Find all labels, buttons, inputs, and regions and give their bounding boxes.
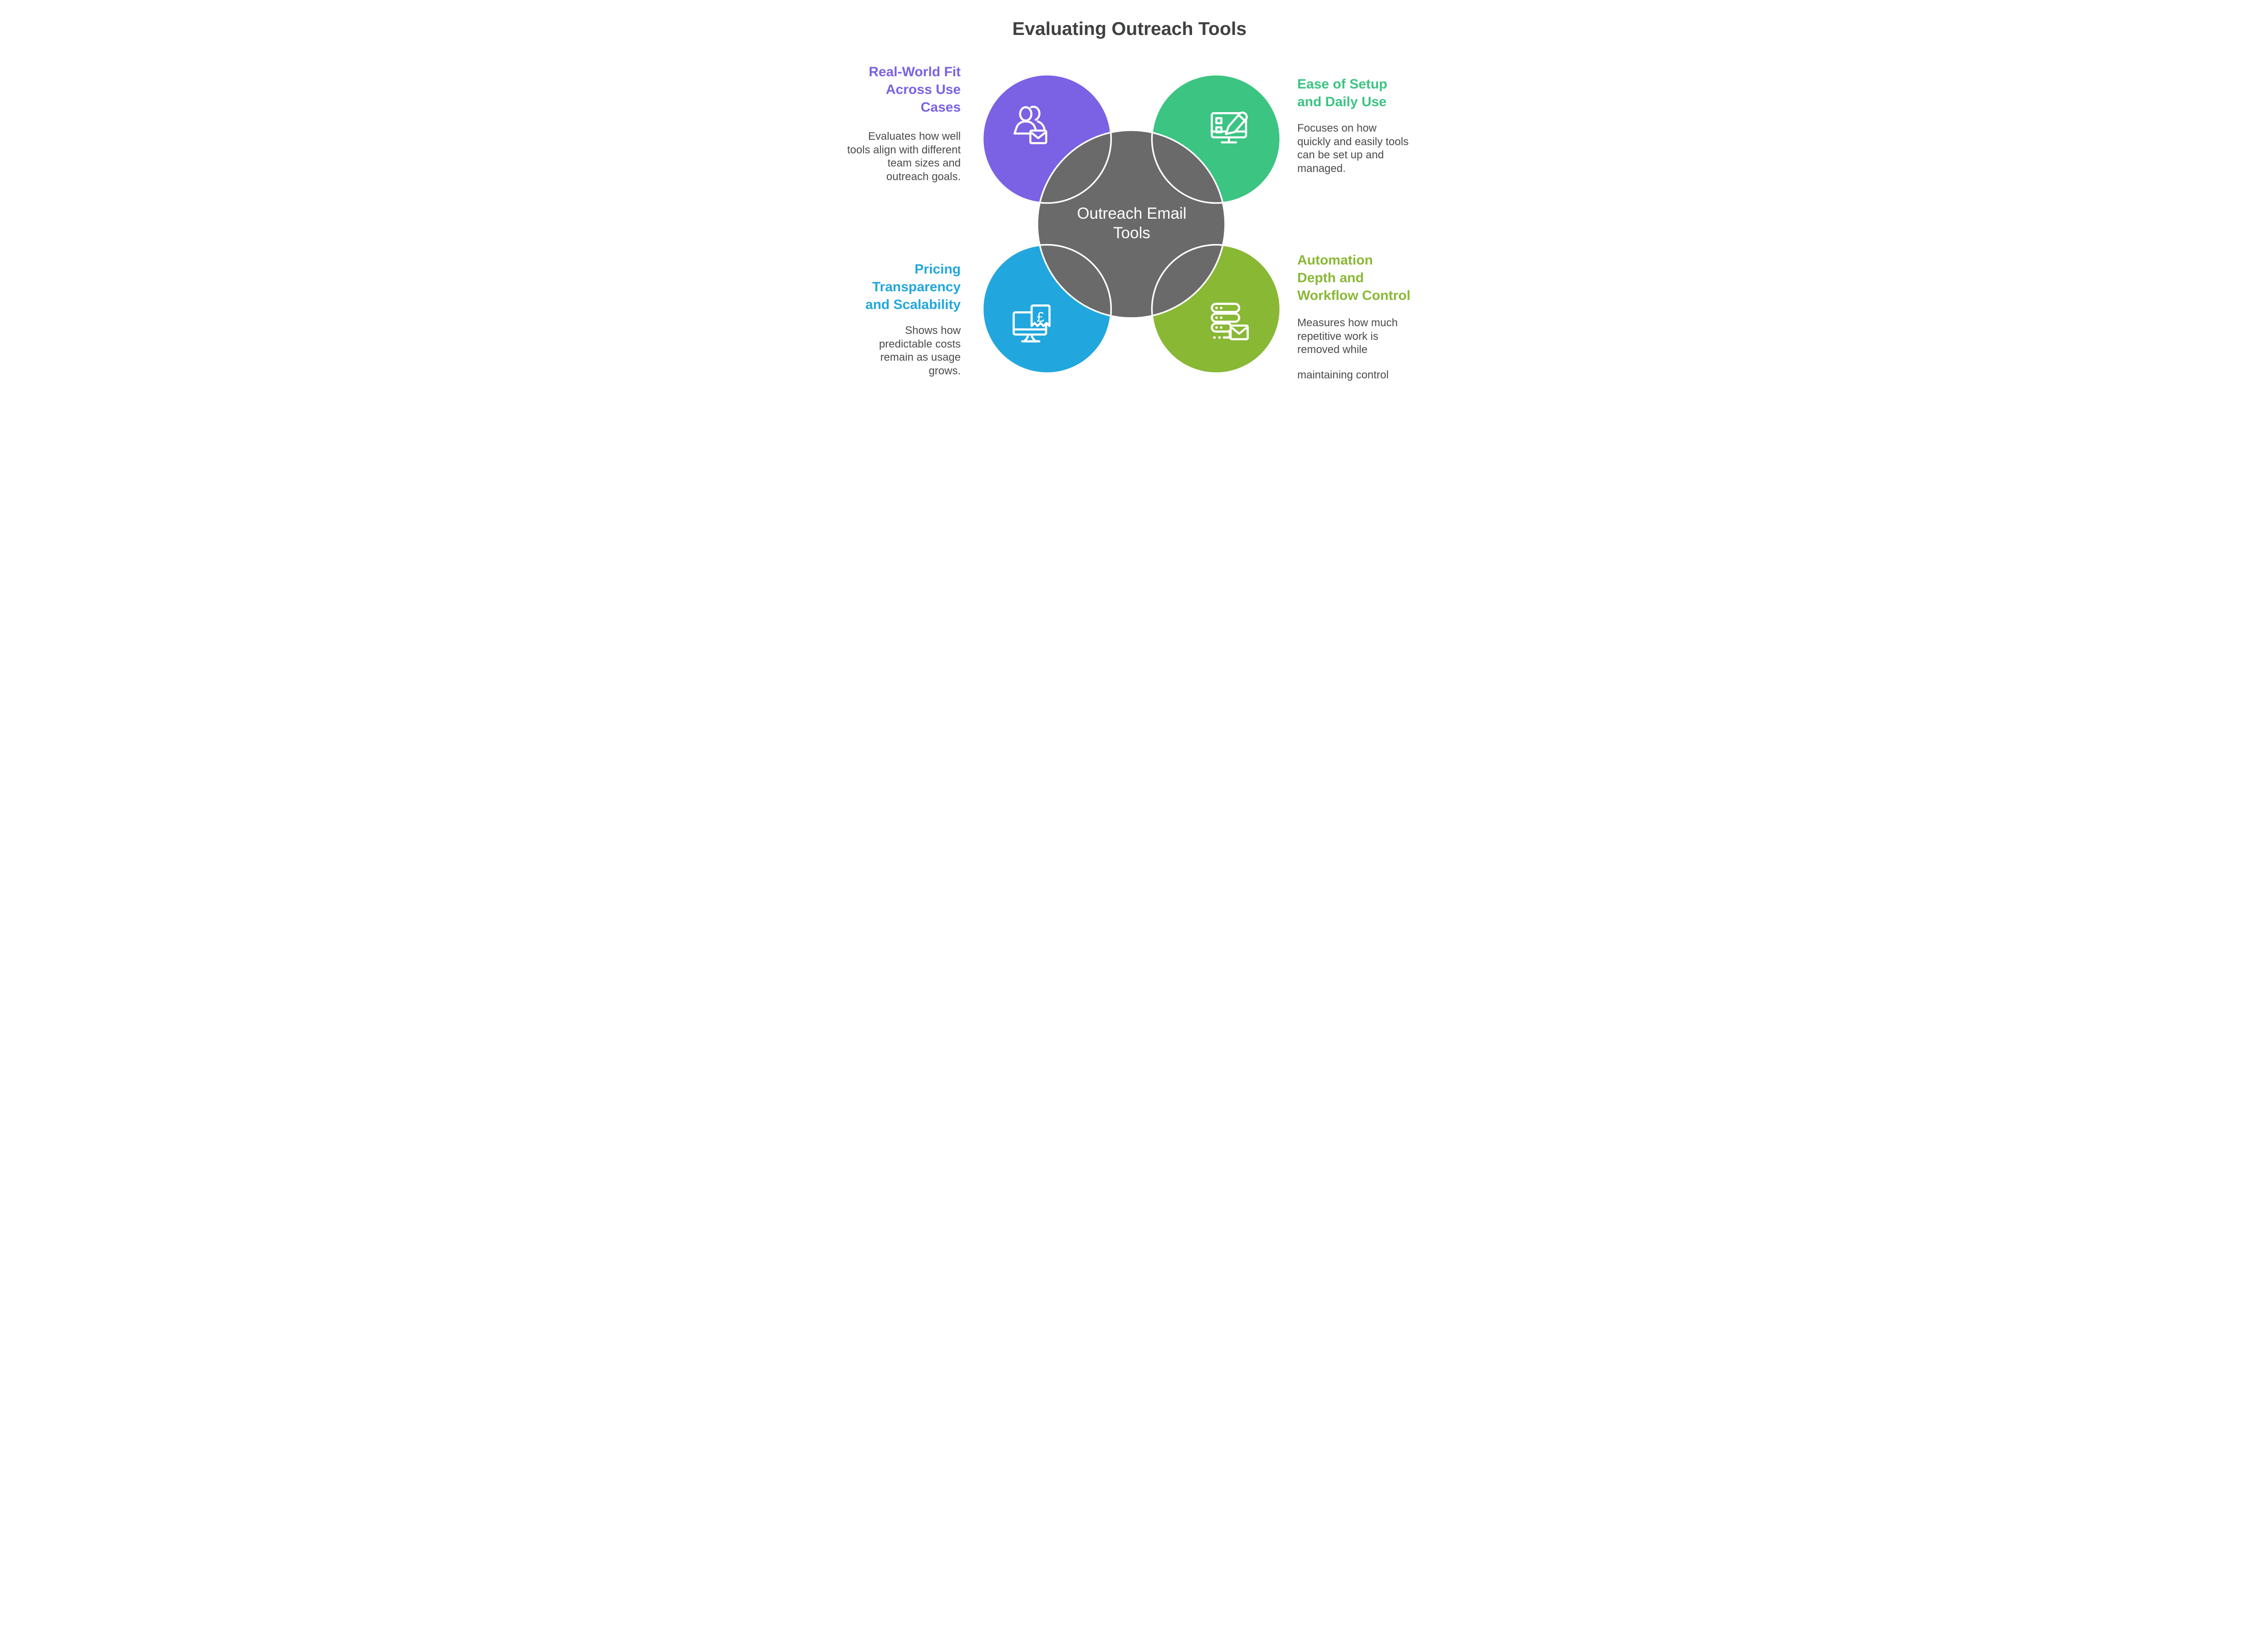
connector-dot	[1218, 336, 1221, 339]
server-row-1	[1211, 303, 1241, 313]
checkbox-top	[1215, 117, 1222, 124]
server-led	[1215, 326, 1218, 329]
infographic-canvas: Evaluating Outreach Tools	[771, 0, 1497, 408]
server-led	[1215, 306, 1218, 309]
monitor-invoice-icon: £	[1012, 304, 1051, 343]
front-person-shoulder	[1013, 120, 1038, 135]
arc-overlay-purple	[982, 74, 1112, 204]
envelope-flap	[1031, 132, 1046, 139]
page-title: Evaluating Outreach Tools	[1012, 18, 1247, 39]
server-led	[1220, 326, 1223, 329]
section-body: Shows how predictable costs remain as us…	[879, 324, 961, 377]
server-led	[1215, 316, 1218, 319]
section-ease-of-setup: Ease of Setup and Daily Use Focuses on h…	[1297, 75, 1411, 175]
section-real-world-fit: Real-World Fit Across Use Cases Evaluate…	[843, 63, 961, 183]
section-heading: Real-World Fit Across Use Cases	[869, 64, 961, 115]
section-body: Measures how much repetitive work is rem…	[1297, 317, 1398, 356]
server-led	[1220, 306, 1223, 309]
back-person-head	[1030, 105, 1041, 121]
section-heading: Pricing Transparency and Scalability	[865, 262, 961, 312]
section-automation: Automation Depth and Workflow Control Me…	[1297, 251, 1411, 382]
arc-overlay-green	[1151, 74, 1281, 204]
people-email-icon	[1013, 105, 1047, 144]
server-email-icon	[1211, 303, 1249, 341]
monitor-pencil-icon	[1211, 111, 1248, 144]
venn-diagram: £	[982, 74, 1281, 374]
center-circle-label: Outreach Email Tools	[1077, 205, 1187, 242]
connector-dot	[1213, 336, 1216, 339]
section-body: Evaluates how well tools align with diff…	[847, 130, 961, 183]
server-row-2	[1211, 312, 1241, 323]
arc-overlay-blue	[982, 244, 1112, 374]
section-heading: Automation Depth and Workflow Control	[1297, 253, 1411, 303]
section-pricing: Pricing Transparency and Scalability Sho…	[853, 260, 961, 377]
server-led	[1220, 316, 1223, 319]
arc-overlay-olive	[1151, 244, 1281, 374]
pencil-ferrule	[1237, 113, 1246, 122]
section-body: Focuses on how quickly and easily tools …	[1297, 122, 1409, 175]
envelope-flap	[1231, 327, 1247, 335]
circle-center	[1036, 129, 1226, 319]
section-heading: Ease of Setup and Daily Use	[1297, 77, 1388, 109]
checkbox-bottom	[1215, 126, 1222, 134]
pound-symbol: £	[1037, 310, 1045, 325]
invoice-icon	[1030, 304, 1051, 327]
section-body-faded: maintaining control	[1297, 368, 1389, 381]
